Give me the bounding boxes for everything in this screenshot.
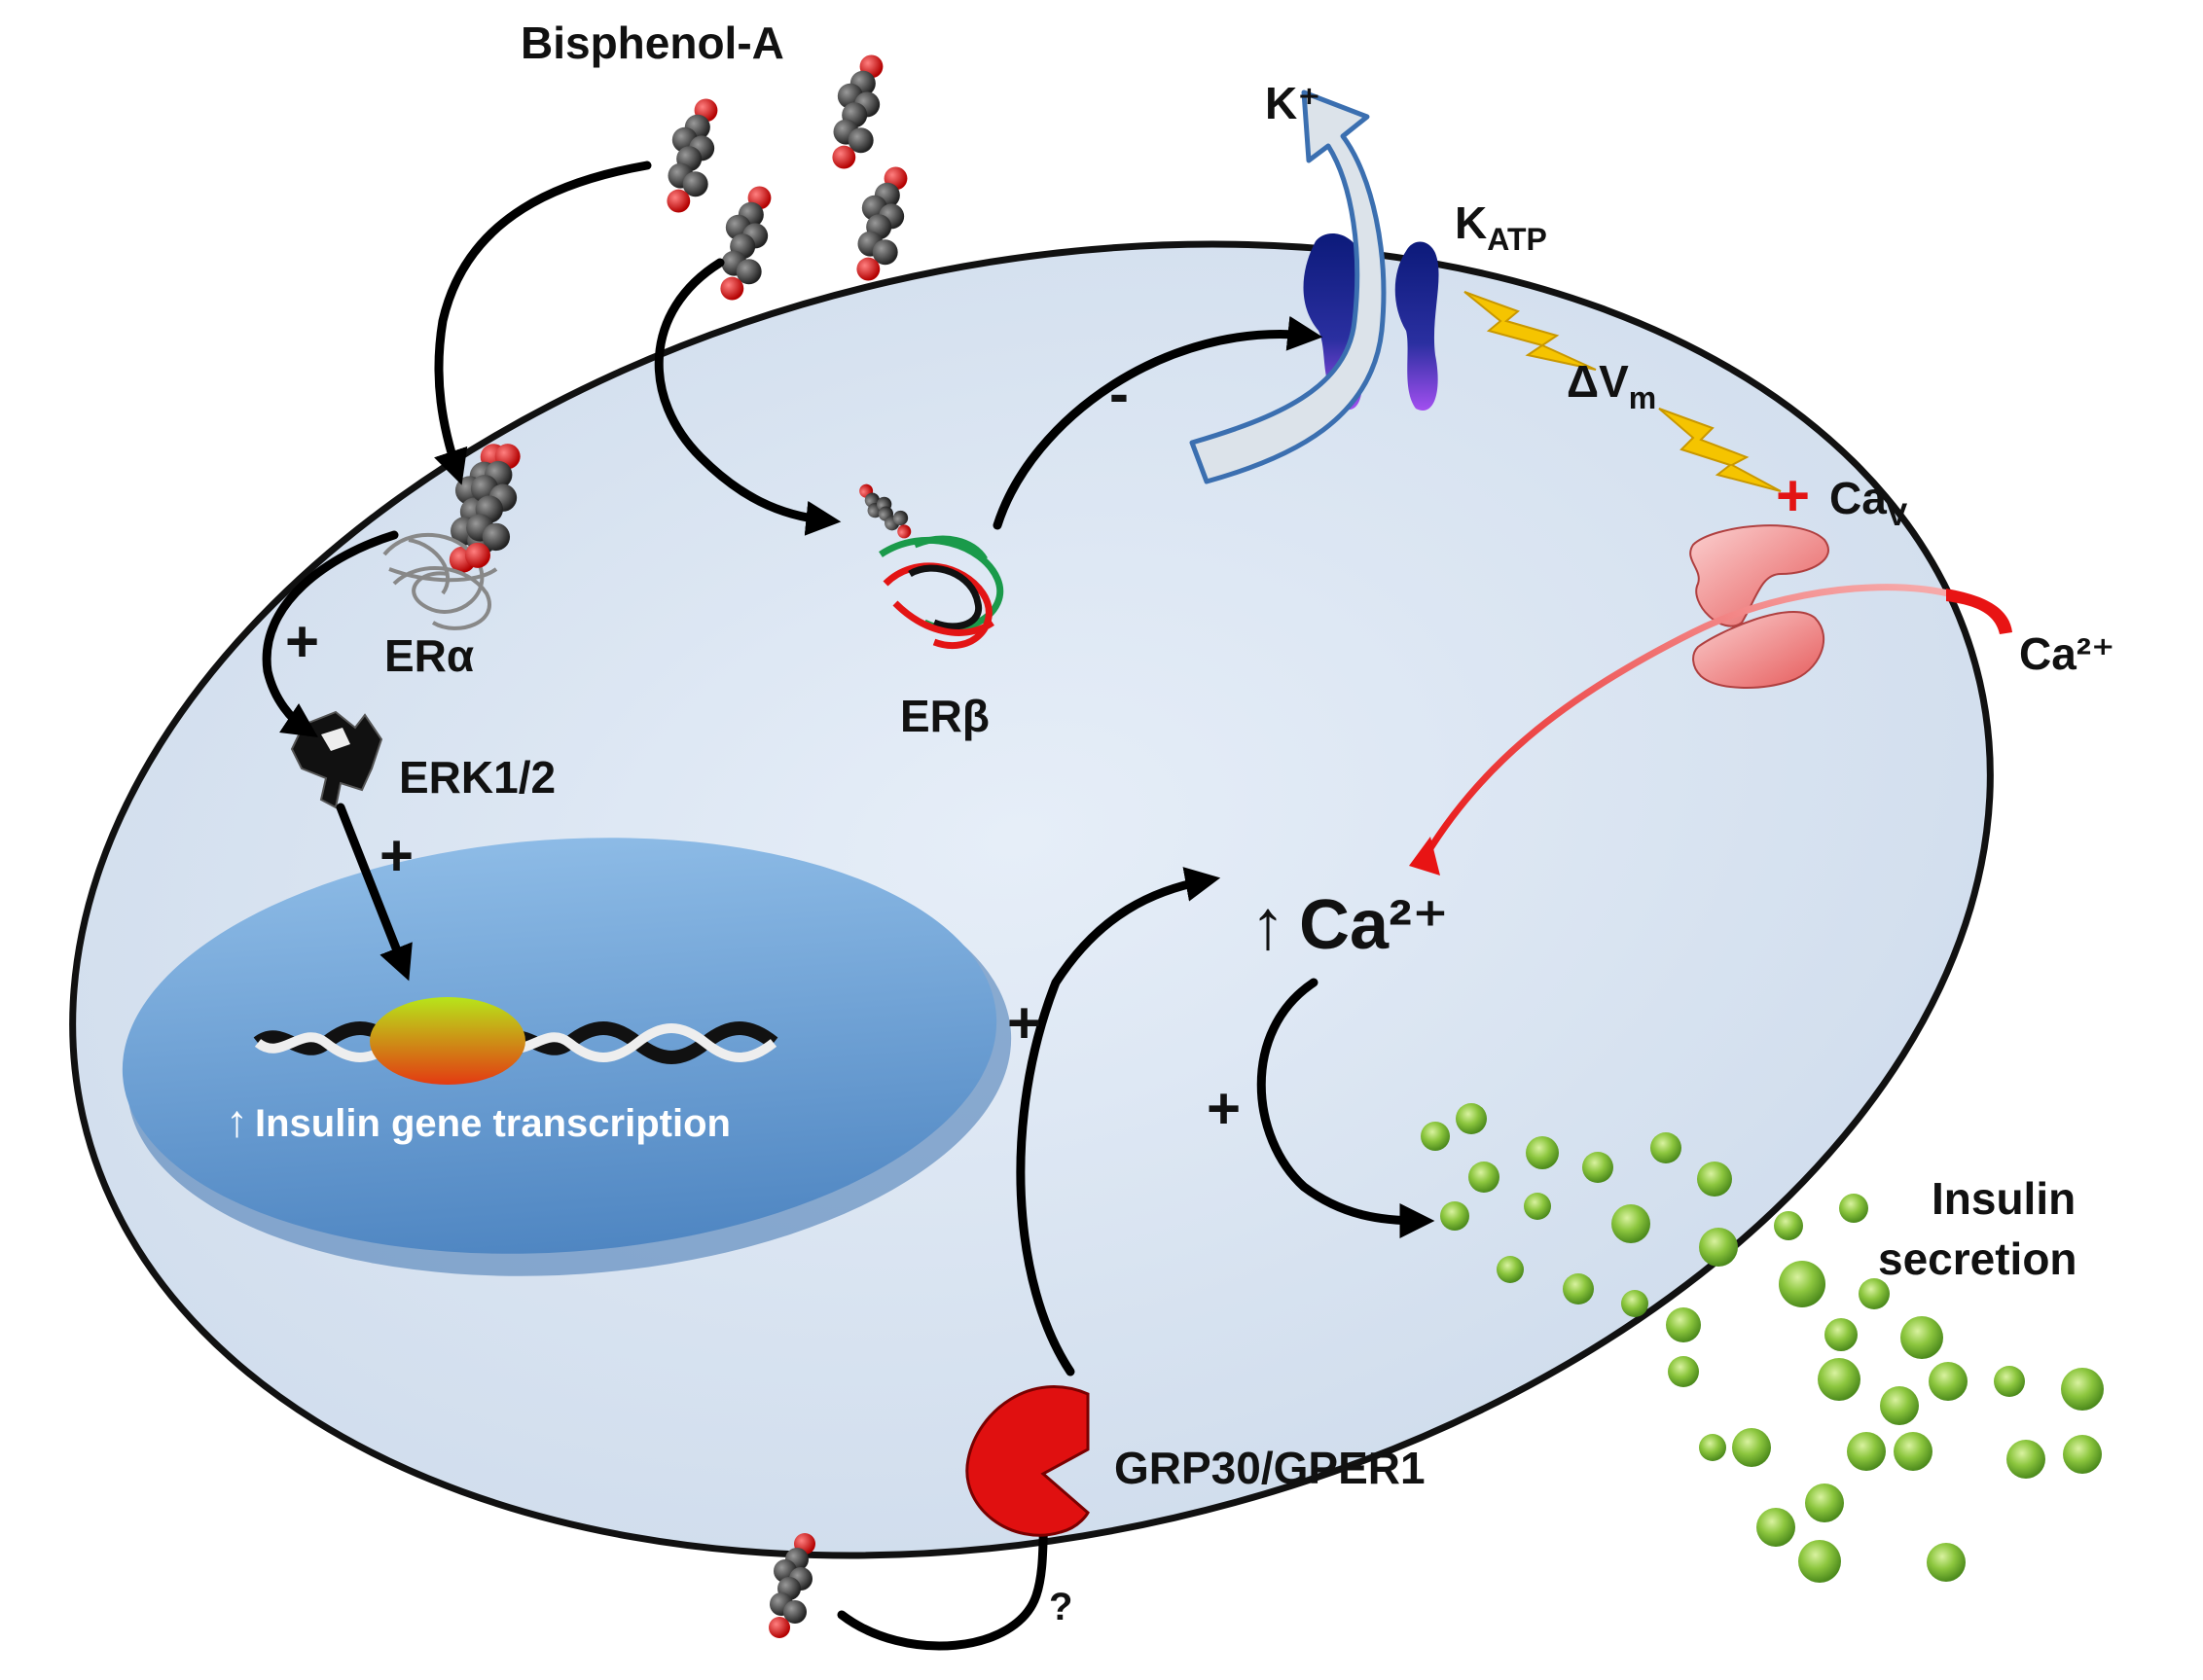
nucleus: [122, 838, 1012, 1276]
insulin-granule-icon: [1756, 1508, 1795, 1547]
arrow-bpa-to-er-alpha: [434, 161, 652, 485]
plus-sign-gpr: +: [1007, 990, 1041, 1055]
insulin-granule-icon: [1900, 1316, 1943, 1359]
insulin-granule-icon: [1497, 1256, 1524, 1283]
calcium-channel-icon: [1689, 524, 1829, 689]
insulin-granule-icon: [1668, 1356, 1699, 1387]
lightning-bolt-icon: [1463, 291, 1597, 371]
insulin-granule-icon: [1563, 1273, 1594, 1305]
calcium-intracellular-label: Ca²⁺: [1299, 886, 1449, 964]
insulin-secretion-label-line2: secretion: [1878, 1233, 2077, 1284]
erk-highlight: [321, 728, 350, 751]
insulin-granule-icon: [1824, 1318, 1858, 1351]
insulin-granule-icon: [1818, 1358, 1860, 1401]
er-beta-label: ERβ: [900, 691, 990, 741]
calcium-influx-arrowhead: [1409, 837, 1440, 876]
insulin-granule-icon: [1611, 1204, 1650, 1243]
question-mark: ?: [1049, 1586, 1072, 1628]
er-alpha-label: ERα: [384, 630, 474, 681]
insulin-granule-icon: [1880, 1386, 1919, 1425]
insulin-granule-icon: [1699, 1228, 1738, 1267]
bpa-molecule-icon: [832, 54, 884, 169]
insulin-granule-icon: [1839, 1194, 1868, 1223]
erk-label: ERK1/2: [399, 752, 556, 803]
gpr30-receptor-icon: [965, 1385, 1090, 1537]
arrow-er-alpha-to-erk: [262, 530, 399, 737]
gpr30-label: GRP30/GPER1: [1114, 1443, 1426, 1493]
insulin-granule-icon: [1929, 1362, 1968, 1401]
k-efflux-arrow: [1189, 89, 1387, 484]
insulin-granule-icon: [1468, 1162, 1499, 1193]
insulin-granule-icon: [1732, 1428, 1771, 1467]
lightning-bolt-icon: [1658, 408, 1782, 492]
insulin-gene-arrow: ↑: [226, 1095, 248, 1146]
insulin-granule-icon: [1805, 1483, 1844, 1522]
insulin-granule-icon: [2061, 1368, 2104, 1411]
dna-strand-icon: [253, 1021, 778, 1064]
insulin-granule-icon: [1927, 1543, 1966, 1582]
calcium-influx-tail: [1946, 589, 2012, 634]
calcium-influx-arrow: [1423, 584, 2007, 858]
insulin-granule-icon: [1859, 1278, 1890, 1309]
insulin-granule-icon: [1994, 1366, 2025, 1397]
insulin-gene-icon: [370, 997, 525, 1085]
insulin-granule-icon: [1699, 1434, 1726, 1461]
insulin-granule-icon: [1666, 1307, 1701, 1342]
arrow-erk-to-nucleus: [336, 803, 413, 982]
arrow-bpa-to-er-beta: [654, 258, 842, 536]
insulin-granule-icon: [2006, 1440, 2045, 1479]
calcium-external-label: Ca²⁺: [2019, 628, 2114, 679]
arrow-gpr-to-calcium: [1016, 867, 1221, 1376]
insulin-granule-icon: [1697, 1162, 1732, 1197]
k-plus-label: K⁺: [1265, 78, 1321, 128]
plus-sign-erk: +: [379, 823, 414, 888]
delta-vm-label: ΔVm: [1567, 356, 1656, 415]
arrow-calcium-to-secretion: [1256, 978, 1435, 1238]
insulin-granule-icon: [1440, 1201, 1469, 1231]
insulin-granule-icon: [2063, 1435, 2102, 1474]
plus-red-sign: +: [1776, 463, 1810, 528]
bpa-molecule-icon: [856, 166, 908, 281]
plus-sign-er-alpha: +: [285, 609, 319, 674]
katp-label: KATP: [1455, 197, 1547, 257]
bisphenol-a-label: Bisphenol-A: [521, 18, 784, 68]
insulin-granule-icon: [1526, 1136, 1559, 1169]
insulin-granule-icon: [1847, 1432, 1886, 1471]
insulin-granules: [1421, 1103, 2104, 1583]
insulin-granule-icon: [1779, 1261, 1825, 1307]
insulin-granule-icon: [1421, 1122, 1450, 1151]
cav-label: CaV: [1829, 473, 1908, 532]
er-alpha-receptor-icon: [382, 533, 498, 630]
insulin-granule-icon: [1798, 1540, 1841, 1583]
insulin-granule-icon: [1582, 1152, 1613, 1183]
arrow-er-beta-to-katp: [993, 315, 1323, 530]
insulin-granule-icon: [1774, 1211, 1803, 1240]
insulin-granule-icon: [1456, 1103, 1487, 1134]
insulin-granule-icon: [1524, 1193, 1551, 1220]
insulin-granule-icon: [1650, 1132, 1681, 1163]
plus-sign-calcium: +: [1207, 1076, 1241, 1141]
insulin-gene-label: Insulin gene transcription: [255, 1102, 731, 1145]
insulin-secretion-label-line1: Insulin: [1932, 1173, 2076, 1224]
insulin-granule-icon: [1894, 1432, 1932, 1471]
insulin-granule-icon: [1621, 1290, 1648, 1317]
er-beta-receptor-icon: [879, 535, 1003, 650]
bpa-molecule-icon: [720, 186, 772, 301]
bpa-molecule-icon: [667, 98, 718, 213]
minus-sign: -: [1109, 361, 1129, 426]
calcium-up-arrow: ↑: [1250, 886, 1285, 964]
